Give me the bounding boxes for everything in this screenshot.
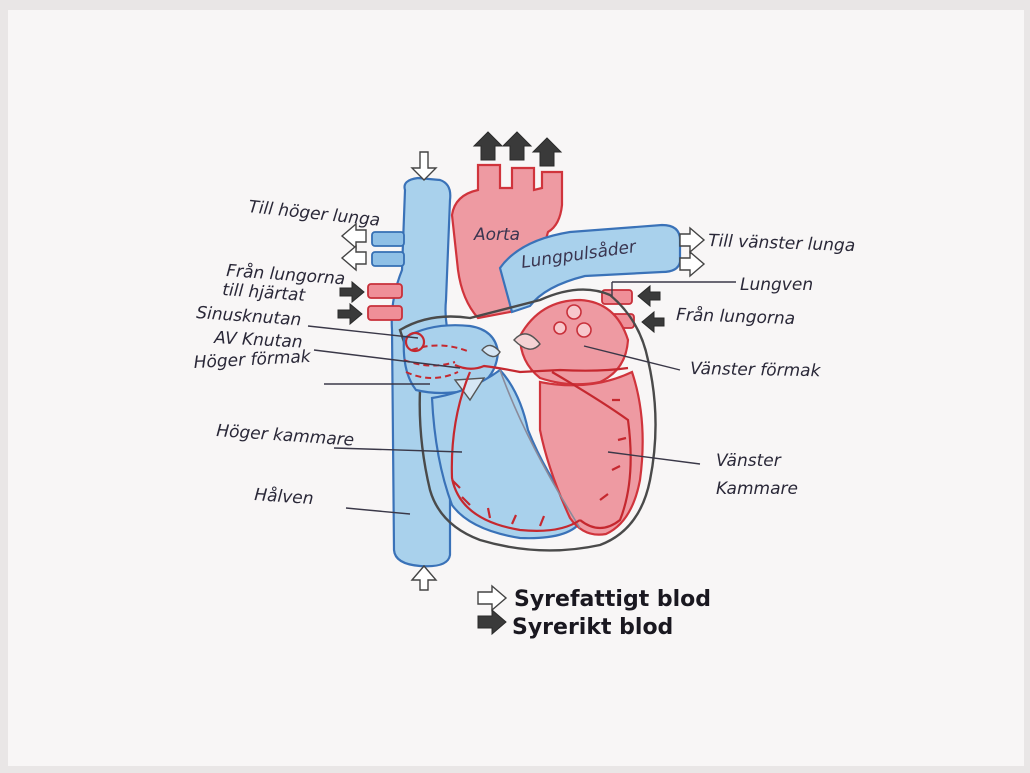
pulmonary-vein-opening-3 bbox=[554, 322, 566, 334]
black-arrow-icon bbox=[638, 286, 660, 306]
legend-syrerikt: Syrerikt blod bbox=[512, 615, 673, 640]
black-arrow-icon bbox=[478, 610, 506, 634]
label-hoger-kammare: Höger kammare bbox=[216, 421, 355, 451]
label-fran-lungorna-right: Från lungorna bbox=[676, 304, 796, 329]
legend-syrefattigt: Syrefattigt blod bbox=[514, 587, 711, 612]
label-lungven: Lungven bbox=[740, 275, 813, 295]
black-arrow-icon bbox=[642, 312, 664, 332]
white-arrow-icon bbox=[342, 246, 366, 270]
label-hoger-formak: Höger förmak bbox=[193, 347, 312, 373]
black-arrow-icon bbox=[533, 138, 561, 166]
right-pulmonary-vein-lower bbox=[368, 306, 402, 320]
label-till-vanster-lunga: Till vänster lunga bbox=[708, 231, 856, 256]
label-till-hoger-lunga: Till höger lunga bbox=[247, 197, 381, 231]
pulmonary-vein-opening-2 bbox=[577, 323, 591, 337]
label-vanster-formak: Vänster förmak bbox=[690, 359, 822, 381]
white-arrow-icon bbox=[412, 566, 436, 590]
legend: Syrefattigt blod Syrerikt blod bbox=[478, 586, 711, 640]
label-sinusknutan: Sinusknutan bbox=[196, 303, 302, 330]
label-halven: Hålven bbox=[254, 484, 315, 509]
label-aorta: Aorta bbox=[473, 225, 520, 245]
pulmonary-vein-opening-1 bbox=[567, 305, 581, 319]
label-vanster-kammare-2: Kammare bbox=[716, 479, 798, 499]
right-pulmonary-vein-upper bbox=[368, 284, 402, 298]
black-arrow-icon bbox=[338, 304, 362, 324]
label-vanster-kammare-1: Vänster bbox=[716, 451, 782, 471]
white-arrow-icon bbox=[412, 152, 436, 180]
right-pulmonary-artery-lower bbox=[372, 252, 404, 266]
aorta-outflow-arrows bbox=[474, 132, 561, 166]
white-arrow-icon bbox=[680, 228, 704, 252]
white-arrow-icon bbox=[478, 586, 506, 610]
right-pulmonary-artery-upper bbox=[372, 232, 404, 246]
white-arrow-icon bbox=[680, 252, 704, 276]
black-arrow-icon bbox=[503, 132, 531, 160]
black-arrow-icon bbox=[474, 132, 502, 160]
